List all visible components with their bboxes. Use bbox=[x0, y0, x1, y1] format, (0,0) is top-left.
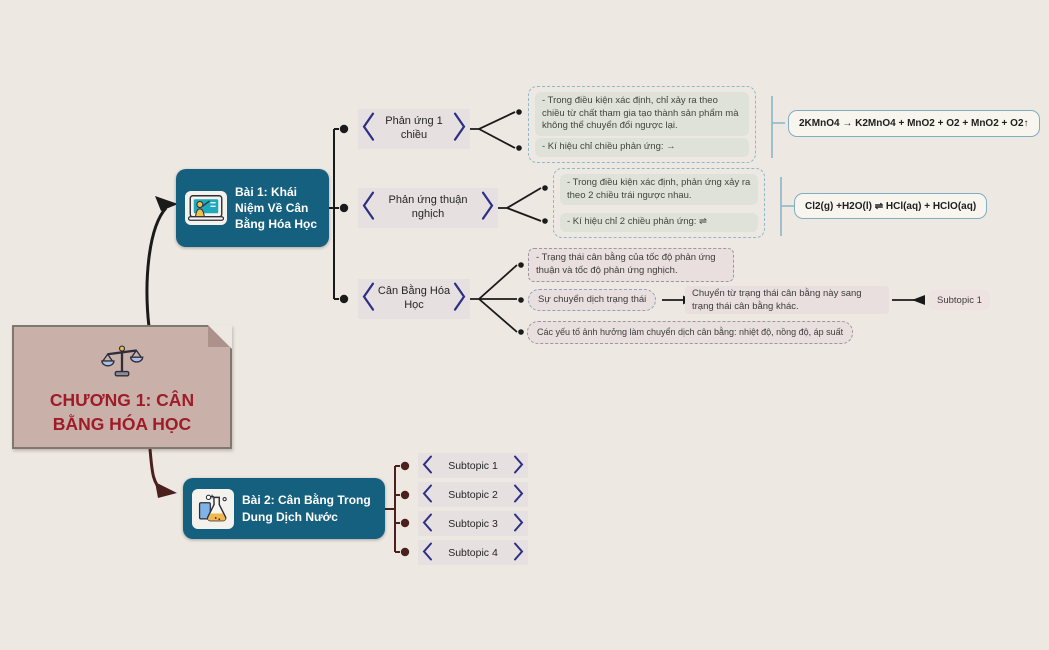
lesson1-title: Bài 1: Khái Niệm Về Cân Bằng Hóa Học bbox=[235, 184, 318, 232]
lesson1-node[interactable]: Bài 1: Khái Niệm Về Cân Bằng Hóa Học bbox=[176, 169, 329, 247]
lesson2-title: Bài 2: Cân Bằng Trong Dung Dịch Nước bbox=[242, 493, 371, 524]
chevron-left-icon bbox=[421, 483, 433, 506]
subtopic-label: Subtopic 4 bbox=[448, 546, 498, 559]
chevron-right-icon bbox=[453, 112, 467, 147]
shift-subtopic-node[interactable]: Subtopic 1 bbox=[929, 290, 990, 310]
chevron-right-icon bbox=[513, 483, 525, 506]
topic-label: Cân Bằng Hóa Học bbox=[377, 285, 451, 311]
note-box[interactable]: - Kí hiệu chỉ 2 chiều phản ứng: ⇌ bbox=[560, 213, 758, 232]
subtopic-node-3[interactable]: Subtopic 3 bbox=[418, 511, 528, 536]
chevron-right-icon bbox=[513, 454, 525, 477]
subtopic-node-1[interactable]: Subtopic 1 bbox=[418, 453, 528, 478]
notes-group-2: - Trong điều kiện xác định, phản ứng xảy… bbox=[553, 168, 765, 238]
subtopic-label: Subtopic 2 bbox=[448, 488, 498, 501]
formula-kmno4[interactable]: 2KMnO4 → K2MnO4 + MnO2 + O2 + MnO2 + O2↑ bbox=[788, 110, 1040, 137]
chevron-left-icon bbox=[361, 112, 375, 147]
chevron-right-icon bbox=[513, 541, 525, 564]
note-box[interactable]: - Trong điều kiện xác định, chỉ xảy ra t… bbox=[535, 92, 749, 137]
chevron-left-icon bbox=[421, 541, 433, 564]
topic-phan-ung-thuan-nghich[interactable]: Phản ứng thuận nghịch bbox=[358, 188, 498, 228]
chevron-right-icon bbox=[513, 512, 525, 535]
root-topic-title: CHƯƠNG 1: CÂN BẰNG HÓA HỌC bbox=[49, 390, 195, 434]
topic-label: Phản ứng 1 chiều bbox=[385, 115, 443, 141]
chevron-right-icon bbox=[453, 282, 467, 317]
notes-group-1: - Trong điều kiện xác định, chỉ xảy ra t… bbox=[528, 86, 756, 163]
note-box[interactable]: - Trong điều kiện xác định, phản ứng xảy… bbox=[560, 174, 758, 206]
lesson2-node[interactable]: Bài 2: Cân Bằng Trong Dung Dịch Nước bbox=[183, 478, 385, 539]
shift-state-label[interactable]: Sự chuyển dịch trạng thái bbox=[528, 289, 657, 311]
equilibrium-state-note[interactable]: - Trạng thái cân bằng của tốc độ phản ứn… bbox=[528, 248, 734, 282]
topic-can-bang-hoa-hoc[interactable]: Cân Bằng Hóa Học bbox=[358, 279, 470, 319]
subtopic-node-2[interactable]: Subtopic 2 bbox=[418, 482, 528, 507]
equilibrium-factors-note[interactable]: Các yếu tố ảnh hưởng làm chuyển dịch cân… bbox=[527, 321, 854, 344]
chevron-left-icon bbox=[421, 512, 433, 535]
presentation-board-icon bbox=[185, 191, 227, 225]
topic-label: Phản ứng thuận nghịch bbox=[388, 194, 468, 220]
folded-corner-cut bbox=[208, 325, 232, 349]
root-topic-node[interactable]: CHƯƠNG 1: CÂN BẰNG HÓA HỌC bbox=[12, 325, 232, 449]
subtopic-label: Subtopic 3 bbox=[448, 517, 498, 530]
chevron-left-icon bbox=[361, 282, 375, 317]
topic-phan-ung-1-chieu[interactable]: Phản ứng 1 chiều bbox=[358, 109, 470, 149]
balance-scale-icon bbox=[99, 341, 145, 386]
flask-icon bbox=[192, 488, 234, 529]
subtopic-label: Subtopic 1 bbox=[448, 459, 498, 472]
note-box[interactable]: - Kí hiệu chỉ chiều phản ứng: → bbox=[535, 138, 749, 157]
chevron-left-icon bbox=[361, 191, 375, 226]
chevron-left-icon bbox=[421, 454, 433, 477]
chevron-right-icon bbox=[481, 191, 495, 226]
shift-state-detail[interactable]: Chuyển từ trạng thái cân bằng này sang t… bbox=[685, 286, 889, 314]
subtopic-node-4[interactable]: Subtopic 4 bbox=[418, 540, 528, 565]
formula-cl2-h2o[interactable]: Cl2(g) +H2O(l) ⇌ HCl(aq) + HClO(aq) bbox=[794, 193, 988, 219]
